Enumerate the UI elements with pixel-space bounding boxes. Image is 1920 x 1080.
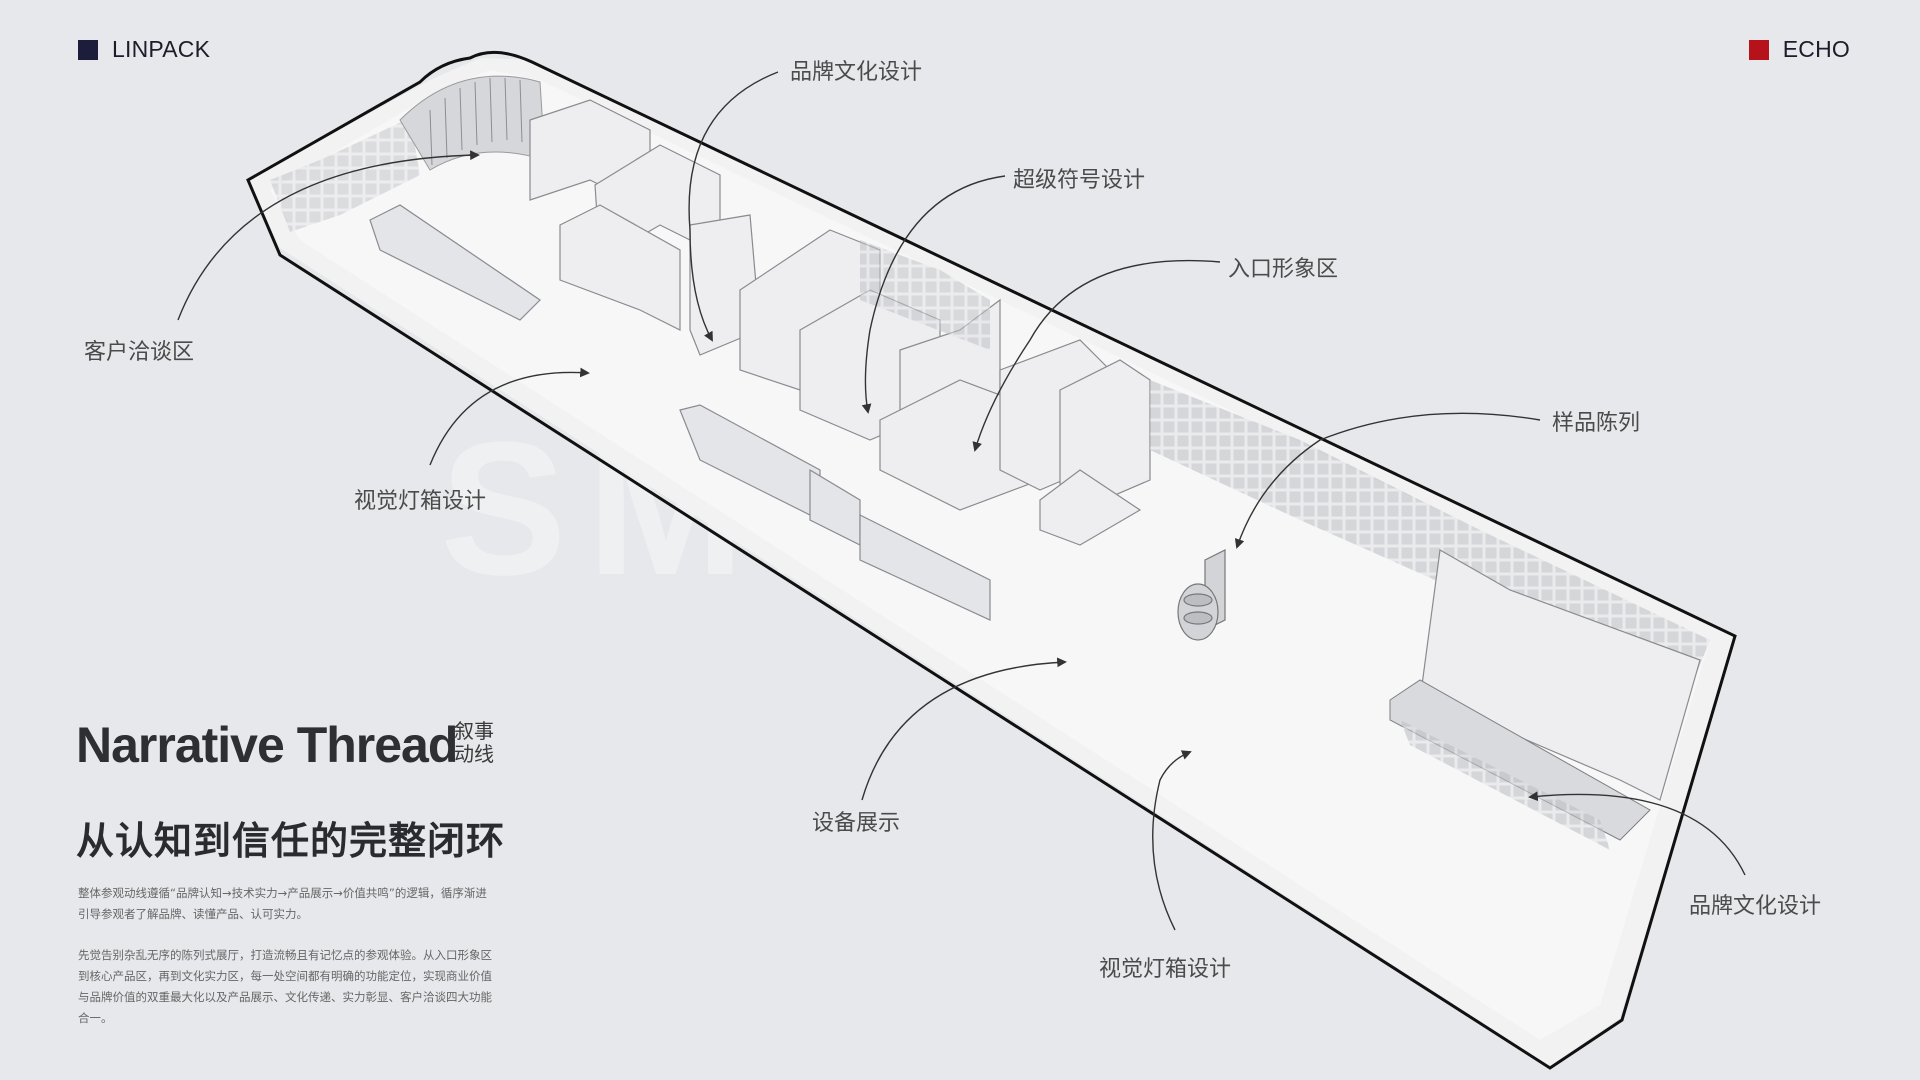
brand-square-icon [1748, 39, 1769, 60]
callout-super-symbol: 超级符号设计 [1013, 168, 1146, 193]
brand-echo: ECHO [1748, 36, 1850, 63]
wall-panels-left [270, 118, 420, 232]
leader-client-talk [177, 150, 480, 321]
leader-brand-culture-top [688, 71, 779, 342]
title-english: Narrative Thread [76, 717, 458, 773]
floor-inner [270, 70, 1710, 1040]
callout-brand-culture-right: 品牌文化设计 [1689, 894, 1822, 919]
leader-super-symbol [861, 175, 1006, 414]
title-chinese-small: 叙事动线 [454, 719, 494, 766]
callout-lightbox-bottom: 视觉灯箱设计 [1099, 957, 1232, 982]
floor-outline [246, 50, 1737, 1070]
callout-client-talk: 客户洽谈区 [84, 340, 195, 365]
counter-grid [1400, 720, 1610, 850]
leader-brand-culture-right [1528, 791, 1746, 876]
callout-entrance: 入口形象区 [1228, 257, 1339, 282]
description-paragraph-2: 先觉告别杂乱无序的陈列式展厅，打造流畅且有记忆点的参观体验。从入口形象区到核心产… [78, 948, 492, 1025]
title-chinese-big: 从认知到信任的完整闭环 [76, 819, 506, 863]
wall-panels-mid [860, 240, 990, 350]
leader-entrance [972, 259, 1221, 452]
callout-equipment: 设备展示 [812, 811, 901, 836]
leader-lightbox-bottom [1152, 750, 1192, 931]
counter-desk [1389, 679, 1651, 841]
description-paragraph-1: 整体参观动线遵循“品牌认知→技术实力→产品展示→价值共鸣”的逻辑，循序渐进引导参… [78, 886, 487, 921]
callout-sample-display: 样品陈列 [1552, 411, 1641, 436]
equipment-model [1177, 549, 1226, 641]
display-walls [369, 204, 991, 621]
brand-square-icon [78, 39, 98, 60]
brand-echo-label: ECHO [1782, 36, 1850, 62]
curtain-lines [429, 77, 523, 166]
callout-lightbox-left: 视觉灯箱设计 [354, 489, 487, 514]
brand-linpack-label: LINPACK [112, 36, 211, 62]
leader-sample-display [1234, 412, 1541, 549]
callout-brand-culture-top: 品牌文化设计 [790, 60, 923, 85]
leader-equipment [861, 657, 1067, 801]
brand-linpack: LINPACK [78, 36, 210, 63]
room-blocks [529, 99, 1151, 546]
leader-lightbox-left [429, 367, 590, 466]
